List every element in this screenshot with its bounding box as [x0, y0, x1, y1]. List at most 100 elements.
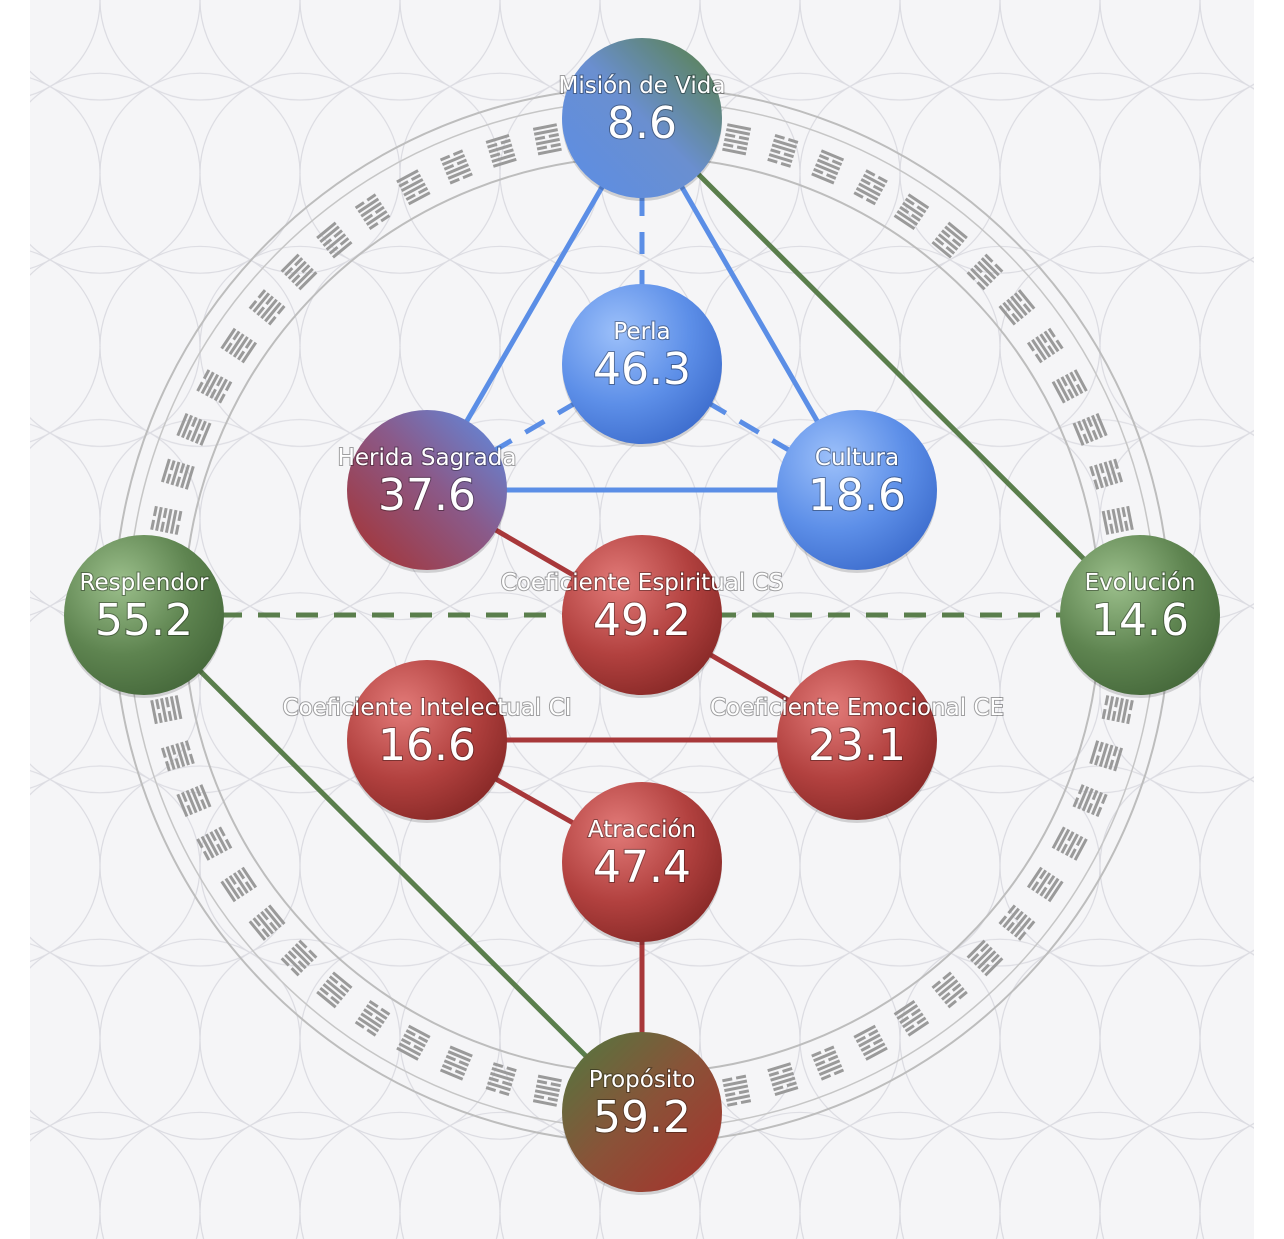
- hexagram-glyph: [1026, 866, 1064, 903]
- hexagram-glyph: [1051, 826, 1088, 861]
- hexagram-glyph: [931, 221, 968, 259]
- node-circle: [562, 782, 722, 942]
- node-value: 16.6: [378, 720, 476, 771]
- node-label: Resplendor: [80, 570, 209, 596]
- hexagram-glyph: [1101, 695, 1134, 725]
- hexagram-glyph: [1101, 505, 1134, 535]
- hexagram-glyph: [150, 505, 183, 535]
- node-label: Propósito: [589, 1067, 696, 1093]
- hexagram-glyph: [1089, 458, 1124, 490]
- node-circle: [777, 410, 937, 570]
- node-circle: [562, 535, 722, 695]
- hexagram-glyph: [316, 221, 353, 259]
- hexagram-glyph: [396, 169, 431, 206]
- hexagram-glyph: [439, 149, 473, 185]
- hexagram-glyph: [998, 904, 1036, 941]
- hexagram-glyph: [532, 1074, 562, 1107]
- node-circle: [347, 660, 507, 820]
- hexagram-glyph: [220, 327, 258, 364]
- hexagram-glyph: [196, 369, 233, 404]
- hexagram-glyph: [532, 123, 562, 156]
- hexagram-glyph: [1089, 740, 1124, 772]
- hexagram-glyph: [220, 866, 258, 903]
- hexagram-glyph: [485, 1062, 517, 1097]
- node-circle: [562, 284, 722, 444]
- hexagram-glyph: [1026, 327, 1064, 364]
- node-value: 37.6: [378, 470, 476, 521]
- hexagram-glyph: [150, 695, 183, 725]
- hexagram-glyph: [931, 971, 968, 1009]
- hexagram-glyph: [811, 149, 845, 185]
- node-label: Cultura: [815, 445, 899, 471]
- hexagram-glyph: [354, 193, 391, 231]
- hexagram-glyph: [316, 971, 353, 1009]
- hexagram-glyph: [280, 939, 318, 977]
- hexagram-glyph: [853, 1024, 888, 1061]
- hexagram-glyph: [248, 904, 286, 941]
- hexagram-glyph: [893, 999, 930, 1037]
- edge-mision-evolucion: [640, 116, 1142, 617]
- node-circle: [1060, 535, 1220, 695]
- hexagram-glyph: [176, 412, 212, 446]
- node-value: 46.3: [593, 344, 691, 395]
- hexagram-glyph: [176, 784, 212, 818]
- hexagram-glyph: [893, 193, 930, 231]
- node-circle: [562, 38, 722, 198]
- node-circle: [562, 1032, 722, 1192]
- hexagram-glyph: [966, 253, 1004, 291]
- node-label: Coeficiente Intelectual CI: [283, 695, 572, 721]
- node-value: 59.2: [593, 1092, 691, 1143]
- node-label: Atracción: [588, 817, 696, 843]
- hexagram-glyph: [439, 1045, 473, 1081]
- hexagram-glyph: [767, 133, 799, 168]
- hexagram-glyph: [354, 999, 391, 1037]
- node-value: 55.2: [95, 595, 193, 646]
- node-value: 23.1: [808, 720, 906, 771]
- node-label: Misión de Vida: [559, 73, 726, 99]
- hexagram-glyph: [1072, 784, 1108, 818]
- node-value: 18.6: [808, 470, 906, 521]
- node-value: 47.4: [593, 842, 691, 893]
- node-value: 49.2: [593, 595, 691, 646]
- node-value: 14.6: [1091, 595, 1189, 646]
- hexagram-glyph: [196, 826, 233, 861]
- node-label: Coeficiente Espiritual CS: [501, 570, 783, 596]
- hexagram-glyph: [998, 289, 1036, 326]
- hexagram-glyph: [160, 458, 195, 490]
- node-label: Evolución: [1085, 570, 1196, 596]
- hexagram-glyph: [396, 1024, 431, 1061]
- hexagram-glyph: [1072, 412, 1108, 446]
- hexagram-glyph: [485, 133, 517, 168]
- hexagram-glyph: [280, 253, 318, 291]
- node-value: 8.6: [607, 98, 677, 149]
- node-label: Perla: [613, 319, 670, 345]
- edge-resplendor-proposito: [142, 613, 644, 1114]
- hexagram-glyph: [160, 740, 195, 772]
- node-circle: [347, 410, 507, 570]
- node-circle: [64, 535, 224, 695]
- node-circle: [777, 660, 937, 820]
- node-label: Coeficiente Emocional CE: [710, 695, 1004, 721]
- hexagram-glyph: [722, 1074, 752, 1107]
- hexagram-glyph: [722, 123, 752, 156]
- hexagram-glyph: [853, 169, 888, 206]
- hexagram-glyph: [1051, 369, 1088, 404]
- hexagram-glyph: [811, 1045, 845, 1081]
- hexagram-glyph: [248, 289, 286, 326]
- node-label: Herida Sagrada: [338, 445, 517, 471]
- hexagram-glyph: [966, 939, 1004, 977]
- hexagram-glyph: [767, 1062, 799, 1097]
